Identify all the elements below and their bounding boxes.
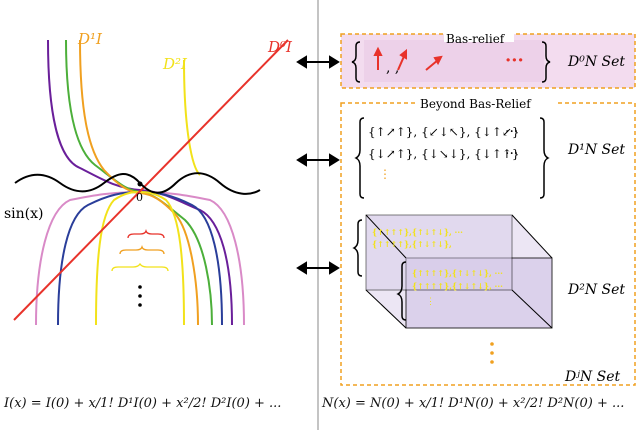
set0-commas: , ,	[386, 60, 399, 76]
right-equation: N(x) = N(0) + x/1! D¹N(0) + x²/2! D²N(0)…	[322, 396, 625, 411]
set0-brace-left	[351, 41, 361, 83]
double-arrow-0-head-r	[329, 55, 340, 69]
vdots-left	[138, 285, 142, 289]
beyond-title-bg	[418, 96, 556, 110]
vdots-left-3	[138, 303, 142, 307]
set2-back-row-2: {↑↑↑↑},{↑↓↑↓},	[372, 239, 452, 249]
double-arrow-1-head-r	[329, 153, 340, 167]
label-d0: D⁰I	[267, 38, 293, 56]
box-edge-2	[511, 214, 553, 259]
label-sin: sin(x)	[4, 206, 44, 222]
set2-brace-left	[396, 261, 407, 321]
set0-inner	[364, 40, 544, 82]
brace-orange	[119, 244, 165, 255]
origin-dot	[137, 181, 143, 187]
set1-brace-right	[539, 117, 550, 199]
box-edge-4	[365, 289, 407, 329]
red-arrow-2-head	[399, 48, 407, 60]
beyond-title: Beyond Bas-Relief	[420, 97, 532, 111]
set0-brace-right	[541, 41, 551, 83]
left-equation: I(x) = I(0) + x/1! D¹I(0) + x²/2! D²I(0)…	[4, 396, 282, 411]
set2-brace-left-back	[352, 219, 363, 277]
set1-dots-row2: ···	[505, 146, 518, 162]
set1-brace-left	[354, 117, 365, 199]
link-arrows	[296, 55, 340, 275]
set2-front-row-2: {↑↑↑↑},{↑↓↑↓}, ···	[412, 281, 503, 291]
set2-front-row-1: {↑↑↑↑},{↑↓↑↓}, ···	[412, 268, 503, 278]
brace-yellow	[111, 262, 169, 272]
set0-title: Bas-relief	[446, 32, 506, 46]
set2-vdots: ⋮	[426, 297, 435, 307]
set1-row-1: {↑↗↑}, {↙↓↖}, {↓↑↙}	[368, 125, 520, 139]
red-arrow-1-head	[373, 46, 383, 56]
set0-dots: ···	[505, 50, 524, 71]
curve-yellow-right	[183, 59, 201, 176]
set2-box: {↑↑↑↑},{↑↓↑↓}, ··· {↑↑↑↑},{↑↓↑↓}, {↑↑↑↑}…	[352, 214, 553, 329]
set2-label: D²N Set	[567, 282, 625, 298]
set1-row-2: {↓↗↑}, {↓↘↓}, {↓↑↑}	[368, 147, 520, 161]
set1-label: D¹N Set	[567, 142, 625, 158]
set0-title-bg	[444, 30, 514, 42]
set2-back-row-1: {↑↑↑↑},{↑↓↑↓}, ···	[372, 227, 463, 237]
set0-arrows	[373, 46, 443, 71]
set0-label: D⁰N Set	[567, 54, 625, 70]
double-arrow-2-head-r	[329, 261, 340, 275]
label-d2: D²I	[162, 55, 188, 73]
vdots-left-2	[138, 294, 142, 298]
box-edge-1	[365, 214, 407, 259]
vdots-right-3	[490, 360, 494, 364]
set1-dots-row1: ···	[505, 124, 518, 140]
right-panel: Bas-relief , , ··· D⁰N Set Beyond Bas-Re…	[340, 30, 636, 386]
label-d1: D¹I	[77, 30, 103, 48]
vdots-right-1	[490, 342, 494, 346]
setj-label: DʲN Set	[564, 369, 620, 385]
left-panel: 0 D¹I D²I D⁰I sin(x)	[4, 30, 293, 326]
box-front-inner	[365, 214, 513, 291]
double-arrow-2-head-l	[296, 261, 307, 275]
red-arrow-3	[425, 59, 439, 71]
origin-label: 0	[136, 191, 143, 204]
red-arrow-3-head	[433, 55, 443, 66]
line-d0	[13, 39, 289, 321]
double-arrow-1-head-l	[296, 153, 307, 167]
double-arrow-0-head-l	[296, 55, 307, 69]
brace-red	[127, 228, 165, 239]
set1-vdots: ⋮	[379, 167, 391, 181]
box-edge-3	[511, 289, 553, 329]
vdots-right-2	[490, 351, 494, 355]
